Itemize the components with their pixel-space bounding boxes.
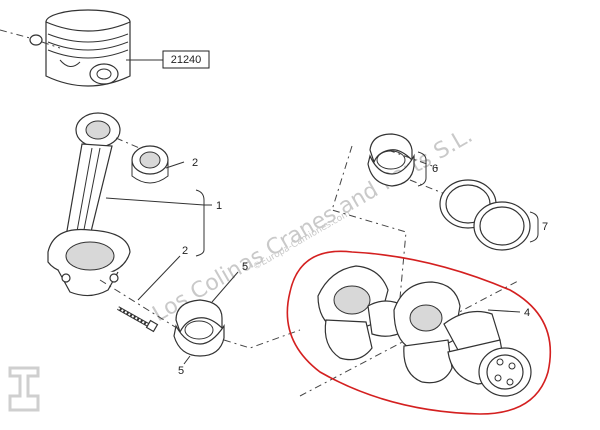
connecting-rod bbox=[47, 112, 131, 297]
callout-5-top: 5 bbox=[242, 261, 248, 273]
rod-bolt bbox=[117, 306, 159, 333]
leader-5-top bbox=[211, 271, 239, 303]
leader-3 bbox=[137, 255, 181, 301]
crankshaft bbox=[299, 265, 532, 397]
bracket-6 bbox=[417, 151, 427, 187]
callout-7: 7 bbox=[542, 221, 548, 233]
callout-21240: 21240 bbox=[171, 54, 202, 66]
callout-4: 4 bbox=[524, 307, 530, 319]
callout-1: 1 bbox=[216, 200, 222, 212]
leader-5-bottom bbox=[183, 355, 191, 365]
bracket-1 bbox=[195, 189, 205, 257]
big-end-bearing-shells bbox=[173, 299, 225, 357]
callout-5-bottom: 5 bbox=[178, 365, 184, 377]
leader-4 bbox=[487, 309, 521, 313]
callout-6: 6 bbox=[432, 163, 438, 175]
thrust-washers bbox=[439, 179, 531, 251]
callout-3: 2 bbox=[182, 245, 188, 257]
highlight-ellipse bbox=[286, 250, 552, 415]
callout-box-21240: 21240 bbox=[162, 50, 210, 69]
main-bearing-shells bbox=[367, 133, 415, 187]
piston bbox=[45, 9, 131, 87]
bracket-7 bbox=[529, 211, 539, 243]
callout-2: 2 bbox=[192, 157, 198, 169]
watermark-logo bbox=[8, 366, 40, 412]
piston-pin-clip bbox=[0, 29, 61, 49]
small-end-bushing bbox=[131, 145, 169, 184]
dash-small-end bbox=[115, 137, 145, 151]
leader-2 bbox=[165, 161, 185, 169]
leader-1 bbox=[105, 197, 205, 206]
